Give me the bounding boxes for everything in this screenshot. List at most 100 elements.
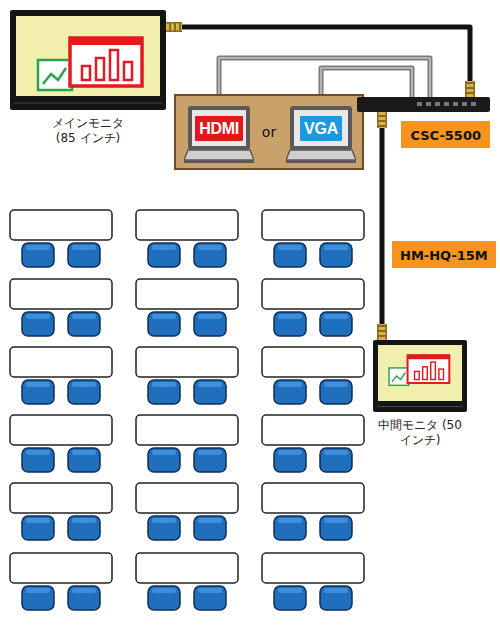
- desk: [136, 210, 238, 240]
- desk: [262, 347, 364, 377]
- cable-line: [380, 112, 385, 340]
- desk: [10, 347, 112, 377]
- desk: [136, 279, 238, 309]
- graph-window: [38, 60, 72, 90]
- monitor-label: メインモニタ (85 インチ): [43, 116, 133, 146]
- graph-window: [389, 368, 409, 385]
- chair: [68, 516, 100, 540]
- chair: [274, 380, 306, 404]
- chair: [274, 586, 306, 610]
- port: [453, 102, 458, 106]
- chart-icon: [38, 38, 142, 90]
- chair-back: [324, 450, 348, 455]
- chair: [274, 448, 306, 472]
- converter-box: CSC-5500: [357, 97, 490, 112]
- monitor-bezel-line: [14, 103, 162, 104]
- chair: [194, 380, 226, 404]
- chair-back: [278, 245, 302, 250]
- desk: [136, 347, 238, 377]
- desk: [10, 553, 112, 583]
- chair-back: [152, 450, 176, 455]
- chair-back: [324, 518, 348, 523]
- port: [444, 102, 449, 106]
- port: [471, 102, 476, 106]
- chart-titlebar: [70, 38, 142, 45]
- monitor-bezel-line: [377, 406, 463, 407]
- desk: [10, 210, 112, 240]
- cable-line: [166, 27, 470, 97]
- port-name: VGA: [304, 120, 338, 138]
- chair: [320, 380, 352, 404]
- chair: [194, 243, 226, 267]
- chart-icon: [389, 355, 449, 385]
- chair-back: [324, 245, 348, 250]
- monitor-icon: [373, 340, 467, 412]
- chair: [320, 516, 352, 540]
- chair: [274, 243, 306, 267]
- desk: [10, 279, 112, 309]
- chair-back: [324, 588, 348, 593]
- laptop-screen: [294, 110, 348, 146]
- chair: [148, 586, 180, 610]
- chair-back: [278, 518, 302, 523]
- device-ports: [357, 97, 490, 112]
- chair: [22, 448, 54, 472]
- chair-back: [26, 588, 50, 593]
- chair: [274, 312, 306, 336]
- chair-back: [152, 245, 176, 250]
- chair: [148, 516, 180, 540]
- laptop: VGA: [286, 106, 356, 164]
- chair: [68, 586, 100, 610]
- monitor-label: 中間モニタ (50 インチ): [375, 418, 465, 448]
- cable-plug-ridges: [379, 324, 386, 340]
- chair: [194, 448, 226, 472]
- desk: [262, 210, 364, 240]
- chair: [148, 243, 180, 267]
- chair-back: [26, 314, 50, 319]
- chart-window: [408, 355, 450, 383]
- laptop-lid: [188, 106, 250, 150]
- screen-area: VGA: [294, 110, 348, 146]
- monitor: メインモニタ (85 インチ): [10, 10, 166, 110]
- cable-name: HM-HQ-15M: [400, 248, 488, 263]
- chair-back: [152, 588, 176, 593]
- laptop-edge: [184, 160, 254, 163]
- monitor-frame: [373, 340, 467, 412]
- cable-plug: [166, 22, 182, 32]
- cable-plug: [377, 112, 387, 128]
- label-wrap: 中間モニタ (50 インチ): [375, 418, 465, 448]
- chart-bar: [96, 58, 104, 80]
- chair-back: [26, 382, 50, 387]
- chair: [68, 312, 100, 336]
- chair-back: [198, 245, 222, 250]
- laptop-base: [286, 150, 356, 160]
- chart-bar: [439, 369, 444, 379]
- chair: [194, 586, 226, 610]
- chart-titlebar: [408, 355, 450, 359]
- desk: [136, 483, 238, 513]
- desk: [10, 415, 112, 445]
- port: [426, 102, 431, 106]
- chair-back: [278, 450, 302, 455]
- cable-plug-ridges: [467, 81, 474, 97]
- chair: [148, 312, 180, 336]
- model-band: CSC-5500: [401, 121, 490, 148]
- monitor: 中間モニタ (50 インチ): [373, 340, 467, 412]
- chair-back: [72, 314, 96, 319]
- chair: [274, 516, 306, 540]
- chart-bar: [124, 62, 132, 80]
- chair: [22, 380, 54, 404]
- port: [462, 102, 467, 106]
- desk: [136, 553, 238, 583]
- graph-line: [392, 373, 405, 382]
- connector-badge: VGA: [300, 116, 342, 141]
- chair: [320, 586, 352, 610]
- chair-back: [152, 382, 176, 387]
- chair: [22, 243, 54, 267]
- model-name: CSC-5500: [410, 128, 481, 143]
- hdmi-cable: [382, 112, 383, 340]
- chair-back: [152, 314, 176, 319]
- chair: [68, 448, 100, 472]
- chair: [194, 516, 226, 540]
